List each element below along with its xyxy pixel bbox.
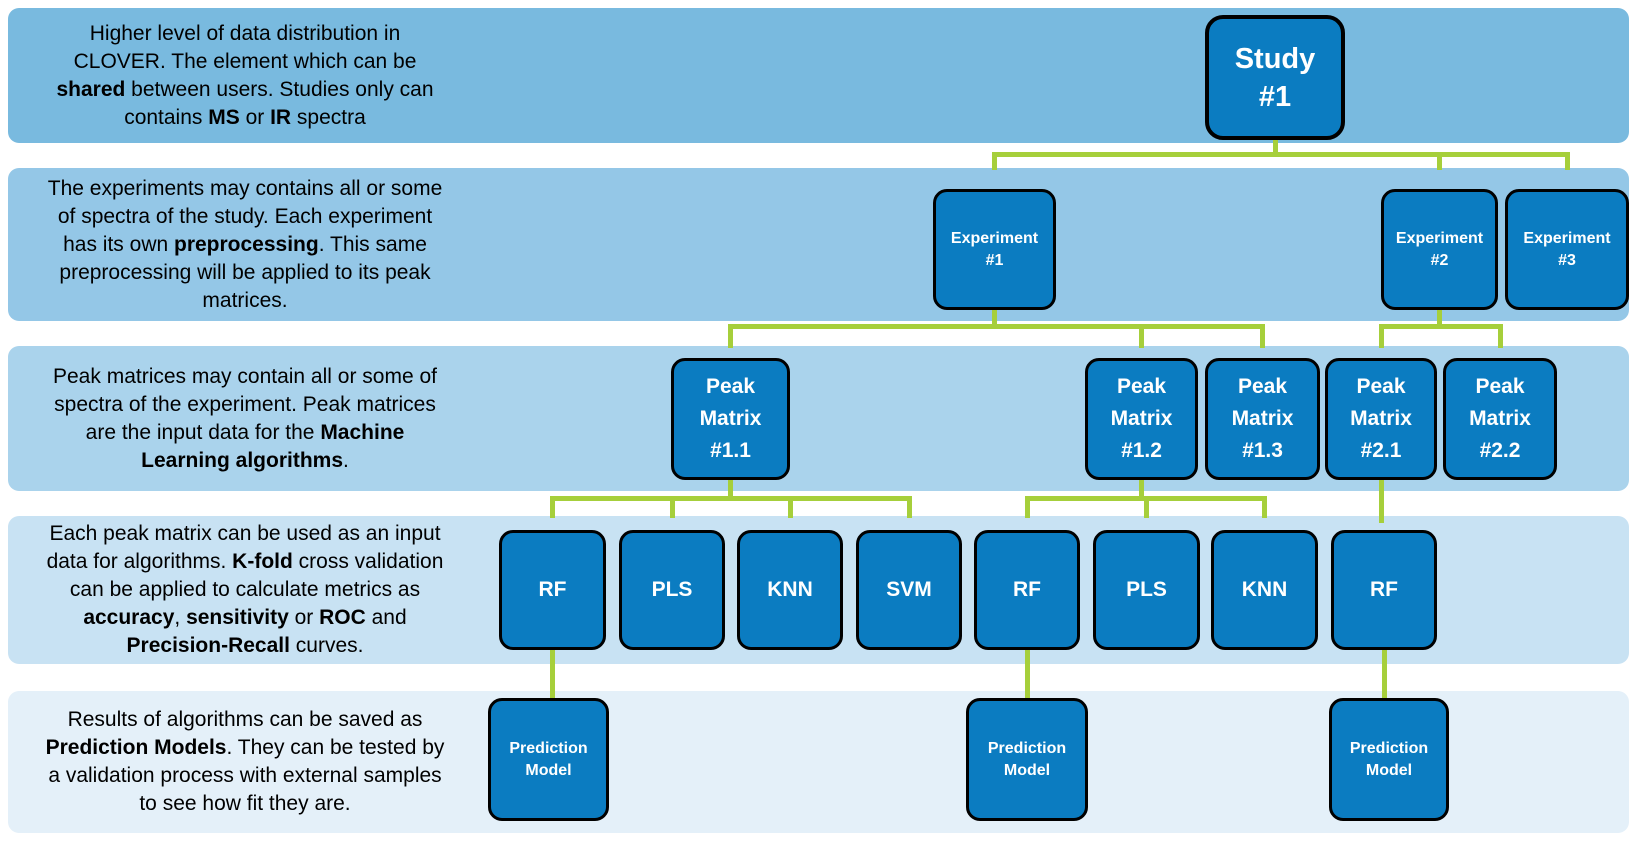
node-label-line: Experiment [1523,229,1611,247]
node-label-line: Peak [1475,375,1525,398]
node-algorithm-knn-1: KNN [737,530,843,650]
node-algorithm-rf-3: RF [1331,530,1437,650]
connector-stem-study-1 [1272,138,1278,157]
node-label-line: Model [525,761,572,779]
node-label-line: Model [1003,761,1051,779]
node-label-line: Peak [1356,375,1406,398]
node-label-line: Matrix [699,407,762,430]
node-label-line: #2.2 [1479,439,1521,462]
connector-drop-algorithm-rf-1 [550,496,555,518]
node-label-line: Peak [1116,375,1167,398]
connector-drop-algorithm-rf-2 [1024,496,1030,518]
connector-drop-algorithm-knn-1 [787,496,793,518]
connector-drop-peak-matrix-1-3 [1260,324,1265,348]
node-label-line: #1.2 [1121,439,1162,462]
connector-drop-experiment-3 [1564,152,1570,170]
node-label-line: RF [1013,578,1041,601]
level-study-description: Higher level of data distribution in CLO… [56,21,434,129]
connector-stem-peak-matrix-2-1 [1378,478,1384,523]
node-label-line: PLS [651,578,693,601]
node-label-line: Experiment [950,229,1039,247]
node-label-line: Prediction [987,739,1067,757]
node-label-line: #2.1 [1360,439,1402,462]
node-algorithm-pls-2: PLS [1093,530,1200,650]
node-label-line: KNN [1241,578,1288,601]
node-label-line: Study [1234,42,1316,75]
connector-bus-study-1 [992,152,1570,157]
connector-drop-algorithm-pls-1 [669,496,675,518]
node-label-line: #1 [985,251,1004,269]
node-experiment-1: Experiment #1 [933,189,1056,310]
connector-stem-peak-matrix-1-2 [1139,478,1144,501]
node-label-line: Matrix [1350,407,1412,430]
node-label-line: #1.1 [710,439,751,462]
node-label-line: #3 [1558,251,1576,269]
node-algorithm-rf-1: RF [499,530,606,650]
node-experiment-2: Experiment #2 [1381,189,1498,310]
level-peak-matrices-description: Peak matrices may contain all or some of… [53,364,437,472]
node-label-line: Prediction [509,739,588,757]
connector-drop-experiment-1 [992,152,997,170]
node-label-line: PLS [1126,578,1167,601]
node-label-line: RF [538,578,567,601]
connector-drop-algorithm-svm-1 [906,496,912,518]
node-label-line: #1.3 [1242,439,1283,462]
node-algorithm-pls-1: PLS [619,530,725,650]
node-label-line: Experiment [1395,229,1484,247]
node-label-line: RF [1370,578,1398,601]
connector-drop-peak-matrix-1-2 [1139,324,1144,348]
node-study-1: Study #1 [1205,15,1345,140]
node-label-line: Matrix [1469,407,1531,430]
node-label-line: KNN [767,578,813,601]
connector-stem-experiment-2 [1437,308,1442,329]
level-experiments-description: The experiments may contains all or some… [47,176,443,312]
connector-stem-algorithm-rf-1 [550,648,555,699]
level-prediction-models-description: Results of algorithms can be saved as Pr… [45,708,445,815]
level-study-band: Higher level of data distribution in CLO… [8,8,1629,143]
node-label-line: Peak [705,375,756,398]
node-label-line: SVM [886,578,932,601]
node-label-line: Matrix [1110,407,1173,430]
node-label-line: Model [1365,761,1413,779]
node-label-line: #2 [1430,251,1449,269]
connector-drop-peak-matrix-2-2 [1497,324,1503,348]
connector-drop-peak-matrix-2-1 [1378,324,1384,348]
node-label-line: Peak [1237,375,1288,398]
connector-bus-experiment-2 [1378,324,1503,329]
connector-bus-experiment-1 [728,324,1265,329]
level-algorithms-description: Each peak matrix can be used as an input… [46,522,444,657]
connector-drop-algorithm-pls-2 [1144,496,1149,518]
connector-stem-peak-matrix-1-1 [728,478,733,501]
connector-drop-algorithm-knn-2 [1262,496,1267,518]
node-algorithm-rf-2: RF [974,530,1080,650]
node-algorithm-knn-2: KNN [1211,530,1318,650]
node-label-line: Prediction [1349,739,1429,757]
connector-stem-algorithm-rf-3 [1381,648,1387,699]
connector-stem-algorithm-rf-2 [1024,648,1030,699]
node-experiment-3: Experiment #3 [1505,189,1629,310]
connector-stem-experiment-1 [992,308,997,329]
node-label-line: Matrix [1231,407,1294,430]
connector-bus-peak-matrix-1-1 [550,496,912,501]
connector-drop-peak-matrix-1-1 [728,324,733,348]
level-experiments-band: The experiments may contains all or some… [8,168,1629,321]
node-label-line: #1 [1258,80,1292,113]
node-algorithm-svm-1: SVM [856,530,962,650]
connector-drop-experiment-2 [1437,152,1442,170]
